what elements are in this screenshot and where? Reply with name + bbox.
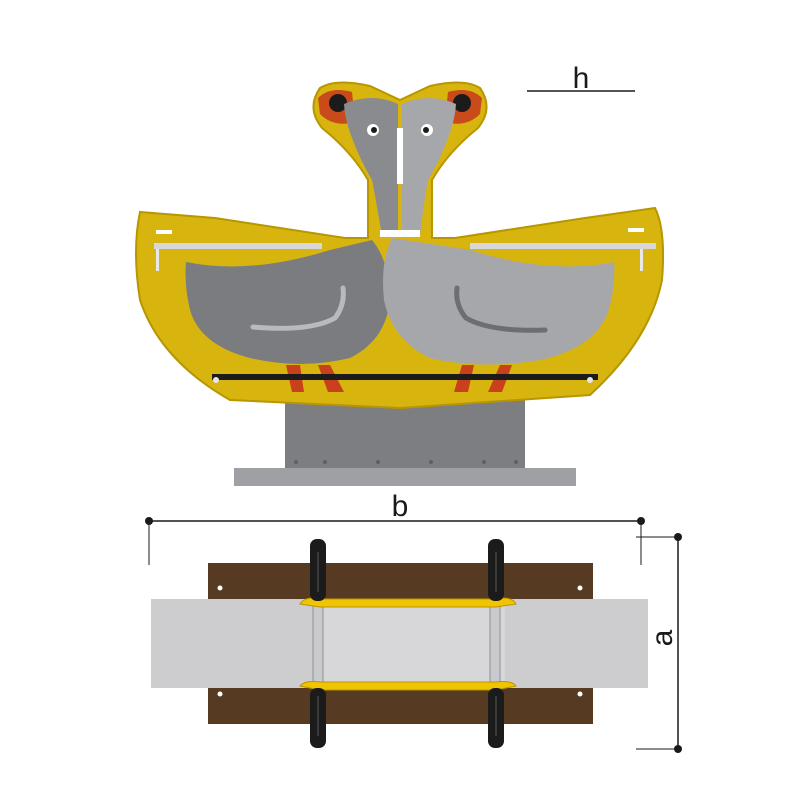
goose-body-left <box>185 240 390 364</box>
yellow-bar-bottom <box>299 681 517 691</box>
frame-notch-right <box>628 228 644 232</box>
goose-pupil-left <box>371 127 377 133</box>
top-view: b a <box>145 490 682 753</box>
foot-bar-end-right <box>587 377 593 383</box>
pole-left <box>312 599 324 689</box>
head-handle-right <box>453 94 471 112</box>
goose-body-right <box>383 238 615 365</box>
beak-gap <box>397 128 403 184</box>
wing-left <box>250 285 346 331</box>
rail-left <box>154 243 322 249</box>
handle-bottom-right <box>488 688 504 748</box>
base-plate <box>234 468 576 486</box>
rail-right <box>470 243 656 249</box>
goose-pupil-right <box>423 127 429 133</box>
rail-post-right <box>640 249 643 271</box>
frame-notch-left <box>156 230 172 234</box>
foot-bar-end-left <box>213 377 219 383</box>
rail-post-left <box>156 249 159 271</box>
foot-bar <box>212 374 598 380</box>
head-handle-left <box>329 94 347 112</box>
seat-board-left <box>151 599 316 688</box>
h-dimension-label: h <box>573 62 590 95</box>
a-dimension-label: a <box>646 629 679 646</box>
wing-right <box>454 285 548 333</box>
seat-board-right <box>505 599 648 688</box>
neck-collar <box>380 230 420 237</box>
pole-right <box>489 599 501 689</box>
handle-bottom-left <box>310 688 326 748</box>
seat-board-center <box>316 604 505 683</box>
base-block <box>285 400 525 472</box>
front-view: h <box>135 62 665 486</box>
handle-top-left <box>310 539 326 601</box>
yellow-bar-top <box>299 597 517 608</box>
goose-neck-right <box>402 98 456 236</box>
base-bolts <box>294 460 518 464</box>
b-dimension-label: b <box>392 490 409 523</box>
handle-top-right <box>488 539 504 601</box>
goose-neck-left <box>344 98 398 236</box>
platform-bolts <box>217 585 583 697</box>
